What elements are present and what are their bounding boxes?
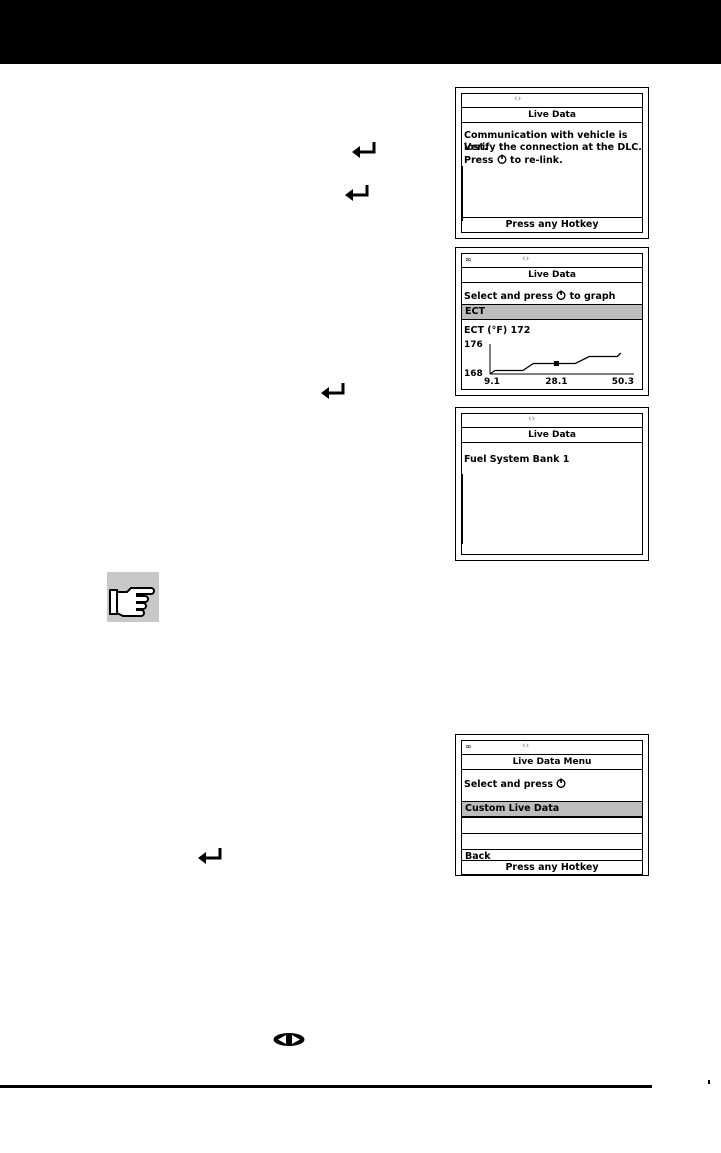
bluetooth-icon: ‹› — [522, 741, 530, 751]
instruction-line: Select and press to graph — [464, 290, 616, 302]
power-button-icon — [556, 778, 566, 788]
x-tick-label: 50.3 — [612, 377, 634, 387]
message-line-1: Communication with vehicle is lost. — [464, 130, 628, 153]
screen-edge — [462, 166, 463, 221]
status-row: ∞ ‹› — [462, 254, 642, 268]
enter-arrow-icon — [352, 142, 376, 158]
left-right-arrows-icon — [273, 1033, 305, 1046]
page-header-bar — [0, 0, 721, 64]
screen-footer: Press any Hotkey — [462, 217, 642, 232]
enter-arrow-icon — [198, 848, 222, 864]
selected-parameter[interactable]: ECT — [462, 304, 642, 320]
menu-divider — [462, 817, 642, 818]
screen-title: Live Data Menu — [462, 755, 642, 770]
y-tick-label: 168 — [464, 369, 483, 379]
device-screen-comm-lost: ‹› Live Data Communication with vehicle … — [455, 87, 649, 239]
device-screen-fuel-system: ‹› Live Data Fuel System Bank 1 — [455, 407, 649, 561]
message-line-2: Verify the connection at the DLC. — [464, 142, 642, 153]
page-corner-mark — [708, 1080, 710, 1084]
status-row: ‹› — [462, 94, 642, 108]
bluetooth-icon: ‹› — [522, 254, 530, 264]
ect-cursor-marker — [553, 361, 559, 366]
screen-title: Live Data — [462, 268, 642, 283]
menu-item-back[interactable]: Back — [465, 851, 491, 862]
fuel-system-line: Fuel System Bank 1 — [464, 454, 570, 465]
screen-title: Live Data — [462, 428, 642, 443]
footer-rule — [0, 1085, 652, 1088]
ect-graph: 176 168 9.1 28.1 50.3 — [464, 340, 634, 387]
power-button-icon — [556, 290, 566, 300]
status-row: ∞ ‹› — [462, 741, 642, 755]
instruction-line: Select and press — [464, 778, 566, 791]
menu-divider — [462, 849, 642, 850]
message-line-3: Press to re-link. — [464, 154, 563, 166]
link-icon: ∞ — [465, 742, 472, 751]
device-screen-live-data-menu: ∞ ‹› Live Data Menu Select and press Cus… — [455, 734, 649, 876]
screen-title: Live Data — [462, 108, 642, 123]
link-icon: ∞ — [465, 255, 472, 264]
screen-edge — [462, 474, 463, 544]
y-tick-label: 176 — [464, 340, 483, 350]
enter-arrow-icon — [321, 383, 345, 399]
bluetooth-icon: ‹› — [528, 414, 536, 424]
x-tick-label: 9.1 — [484, 377, 500, 387]
screen-footer: Press any Hotkey — [462, 860, 642, 874]
graph-label: ECT (°F) 172 — [464, 325, 531, 336]
status-row: ‹› — [462, 414, 642, 428]
power-button-icon — [497, 154, 507, 164]
x-tick-label: 28.1 — [545, 377, 567, 387]
menu-divider — [462, 833, 642, 834]
device-screen-graph: ∞ ‹› Live Data Select and press to graph… — [455, 247, 649, 396]
enter-arrow-icon — [345, 185, 369, 201]
menu-item-custom-live-data[interactable]: Custom Live Data — [462, 801, 642, 817]
bluetooth-icon: ‹› — [514, 94, 522, 104]
pointing-hand-note-icon — [107, 572, 159, 622]
